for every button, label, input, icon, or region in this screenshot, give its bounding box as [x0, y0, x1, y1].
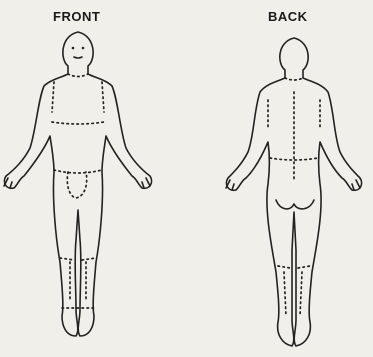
back-figure — [226, 38, 362, 346]
front-right-knee-line — [82, 258, 96, 260]
back-right-calf-line — [300, 272, 302, 316]
back-left-knee-line — [278, 266, 290, 268]
front-groin-outline — [67, 172, 86, 198]
back-neck-line — [285, 78, 303, 80]
front-left-knee-line — [60, 258, 74, 260]
back-right-knee-line — [298, 266, 310, 268]
front-left-shoulder-line — [52, 82, 54, 112]
front-chest-line — [52, 122, 104, 124]
front-right-shoulder-line — [102, 82, 104, 112]
front-neck-line — [68, 74, 88, 77]
back-left-calf-line — [284, 272, 286, 316]
back-body-outline — [226, 38, 361, 346]
front-body-outline — [4, 32, 151, 336]
front-face-features — [72, 47, 85, 58]
back-buttocks-line — [276, 200, 314, 209]
front-waist-line — [54, 170, 102, 173]
front-figure — [4, 32, 152, 336]
